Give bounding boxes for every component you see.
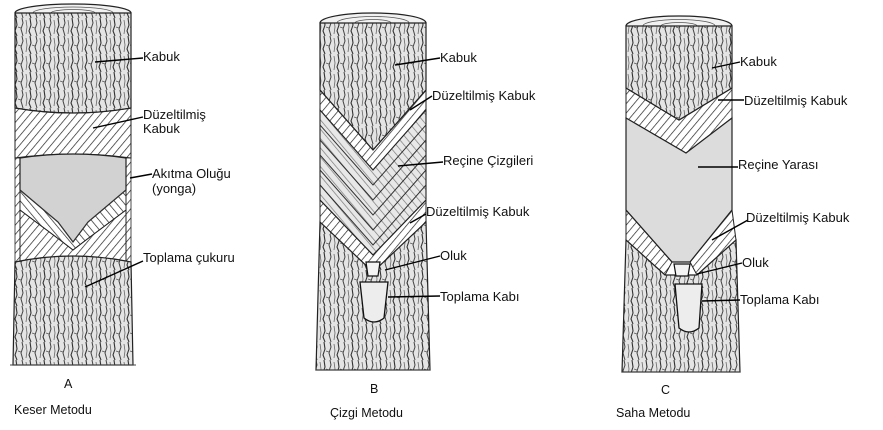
tree-c bbox=[622, 16, 748, 372]
label-a-kabuk-2: Kabuk bbox=[143, 121, 180, 136]
panel-letter-a: A bbox=[64, 377, 72, 391]
tree-a bbox=[10, 4, 152, 365]
label-a-duzeltilmis: Düzeltilmiş bbox=[143, 107, 206, 122]
label-b-kabuk: Kabuk bbox=[440, 50, 477, 65]
label-b-toplama-kabi: Toplama Kabı bbox=[440, 289, 520, 304]
panel-caption-c: Saha Metodu bbox=[616, 406, 690, 420]
label-c-toplama-kabi: Toplama Kabı bbox=[740, 292, 820, 307]
label-a-yonga: (yonga) bbox=[152, 181, 196, 196]
label-c-oluk: Oluk bbox=[742, 255, 769, 270]
tree-b bbox=[316, 13, 443, 370]
panel-caption-a: Keser Metodu bbox=[14, 403, 92, 417]
panel-letter-c: C bbox=[661, 383, 670, 397]
label-c-recine-yarasi: Reçine Yarası bbox=[738, 157, 818, 172]
panel-letter-b: B bbox=[370, 382, 378, 396]
label-b-oluk: Oluk bbox=[440, 248, 467, 263]
label-a-akitma-olugu: Akıtma Oluğu bbox=[152, 166, 231, 181]
panel-caption-b: Çizgi Metodu bbox=[330, 406, 403, 420]
label-c-duzeltilmis-kabuk-2: Düzeltilmiş Kabuk bbox=[746, 210, 849, 225]
label-c-kabuk: Kabuk bbox=[740, 54, 777, 69]
label-a-kabuk: Kabuk bbox=[143, 49, 180, 64]
label-c-duzeltilmis-kabuk-1: Düzeltilmiş Kabuk bbox=[744, 93, 847, 108]
label-b-duzeltilmis-kabuk-1: Düzeltilmiş Kabuk bbox=[432, 88, 535, 103]
label-b-recine-cizgileri: Reçine Çizgileri bbox=[443, 153, 533, 168]
label-a-toplama-cukuru: Toplama çukuru bbox=[143, 250, 235, 265]
label-b-duzeltilmis-kabuk-2: Düzeltilmiş Kabuk bbox=[426, 204, 529, 219]
